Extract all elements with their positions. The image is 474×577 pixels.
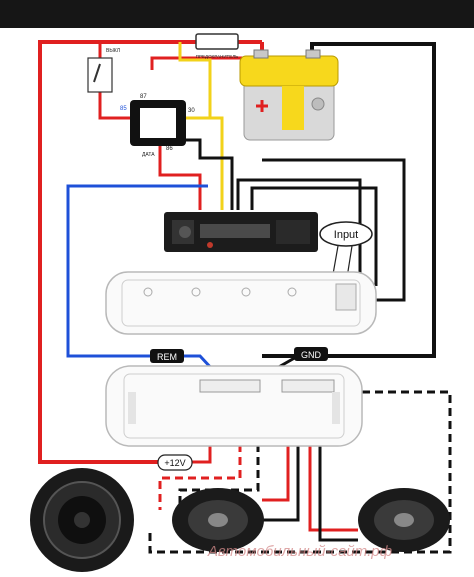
relay-pin-30: 30: [188, 108, 195, 114]
fuse-label: ПРЕДОХРАНИТЕЛЬ: [196, 54, 238, 59]
wire-power-relay: [150, 56, 262, 210]
fuse-icon: [195, 33, 239, 50]
wire-rca-2: [250, 186, 378, 286]
relay-pin-87: 87: [140, 94, 147, 100]
speaker-icon: [172, 488, 264, 552]
wire-acc: [178, 42, 224, 210]
rem-label: REM: [157, 352, 177, 362]
wire-ground-relay: [186, 138, 234, 210]
wire-power-switch: [98, 42, 130, 120]
watermark: Автомобильный-сайт.рф: [207, 543, 393, 560]
switch-label: ВЫКЛ: [106, 48, 120, 54]
speaker-icon: [358, 488, 450, 552]
wire-rear-loop: [148, 390, 452, 554]
relay-label: ДАТА: [142, 152, 155, 158]
wire-power-main: [38, 40, 262, 464]
switch-icon: [87, 57, 113, 93]
gnd-label: GND: [301, 350, 322, 360]
head-unit-icon: [164, 212, 318, 252]
subwoofer-icon: [30, 468, 134, 572]
rem-tag: [150, 349, 184, 363]
plus12v-label: +12V: [164, 458, 185, 468]
relay-pin-86: 86: [166, 146, 173, 152]
gnd-tag: [294, 347, 328, 361]
top-bar: [0, 0, 474, 28]
relay-icon: [130, 100, 186, 146]
battery-icon: [239, 49, 339, 141]
relay-pin-85: 85: [120, 106, 127, 112]
wire-ground-battery: [262, 42, 436, 358]
wire-remote: [66, 184, 208, 358]
amplifier-icon: [105, 271, 377, 335]
input-label: Input: [334, 229, 358, 241]
amplifier-icon: [105, 365, 363, 447]
plus12v-tag: [157, 454, 193, 471]
